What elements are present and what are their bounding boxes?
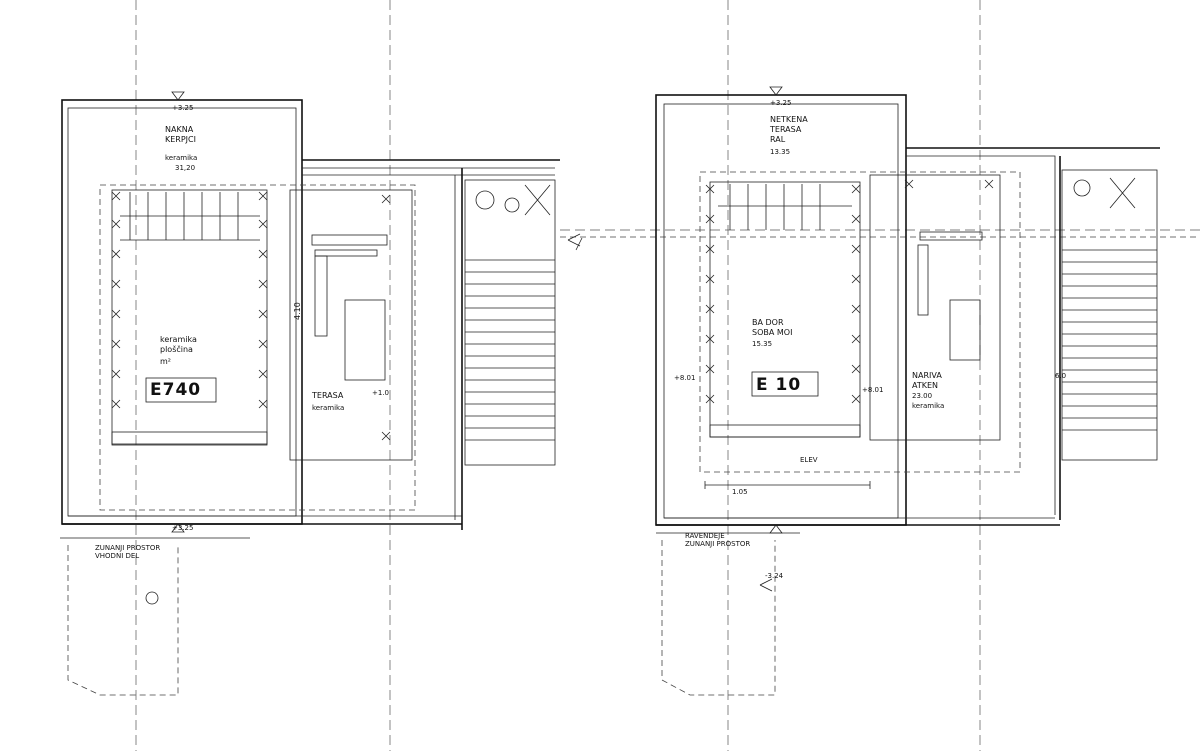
right-top-area: 13.35 (770, 148, 790, 156)
left-shelves (464, 179, 556, 466)
right-dim-side: 6.0 (1055, 372, 1066, 380)
right-stairs (718, 184, 852, 230)
left-bath-floor: keramika (160, 335, 197, 344)
left-terrace: TERASA (311, 391, 344, 400)
right-bottom-label: RAVENDEJE (685, 532, 725, 540)
right-plan: E 10 NETKENA TERASA RAL 13.35 BA DOR SOB… (655, 86, 1160, 696)
right-top-floor: RAL (770, 135, 786, 144)
left-room-code: E740 (150, 380, 201, 400)
left-bottom-sub: VHODNI DEL (95, 552, 139, 560)
right-bath-area: 15.35 (752, 340, 772, 348)
right-level-right: +8.01 (862, 386, 883, 394)
right-level-left: +8.01 (674, 374, 695, 382)
right-bottom-sub: ZUNANJI PROSTOR (685, 540, 750, 548)
left-top-room-sub: KERPJCI (165, 135, 196, 144)
right-dim-bottom: 1.05 (732, 488, 748, 496)
left-bath-area: ploščina (160, 344, 193, 354)
left-terrace-floor: keramika (312, 404, 344, 412)
right-mid-sub: ATKEN (912, 381, 938, 390)
left-top-room-floor: keramika (165, 154, 197, 162)
right-level-top: +3.25 (770, 99, 791, 107)
right-top-sub: TERASA (769, 125, 802, 134)
right-shelves (1061, 169, 1158, 461)
grid-lines (135, 0, 1200, 751)
right-mid-floor: keramika (912, 402, 944, 410)
right-top-name: NETKENA (770, 115, 808, 124)
left-level-top: +3.25 (172, 104, 193, 112)
left-stairs (120, 192, 260, 241)
right-mid-area: 23.00 (912, 392, 932, 400)
left-level-bottom: +3.25 (172, 524, 193, 532)
left-top-room-name: NAKNA (165, 125, 194, 134)
left-bath-unit: m² (160, 357, 171, 366)
left-dim-side: 4.10 (293, 302, 302, 320)
left-level-mid: +1.0 (372, 389, 389, 397)
right-room-code: E 10 (756, 375, 801, 395)
right-bath-name: BA DOR (752, 318, 784, 327)
right-elev: ELEV (800, 456, 818, 464)
left-bottom-label: ZUNANJI PROSTOR (95, 544, 160, 552)
right-bath-sub: SOBA MOI (752, 328, 792, 337)
right-mid-name: NARIVA (912, 371, 942, 380)
left-top-room-area: 31,20 (175, 164, 195, 172)
right-level-bottom: -3.24 (765, 572, 784, 580)
left-plan: E740 ploščina keramika m² NAKNA KERPJCI … (60, 91, 560, 696)
